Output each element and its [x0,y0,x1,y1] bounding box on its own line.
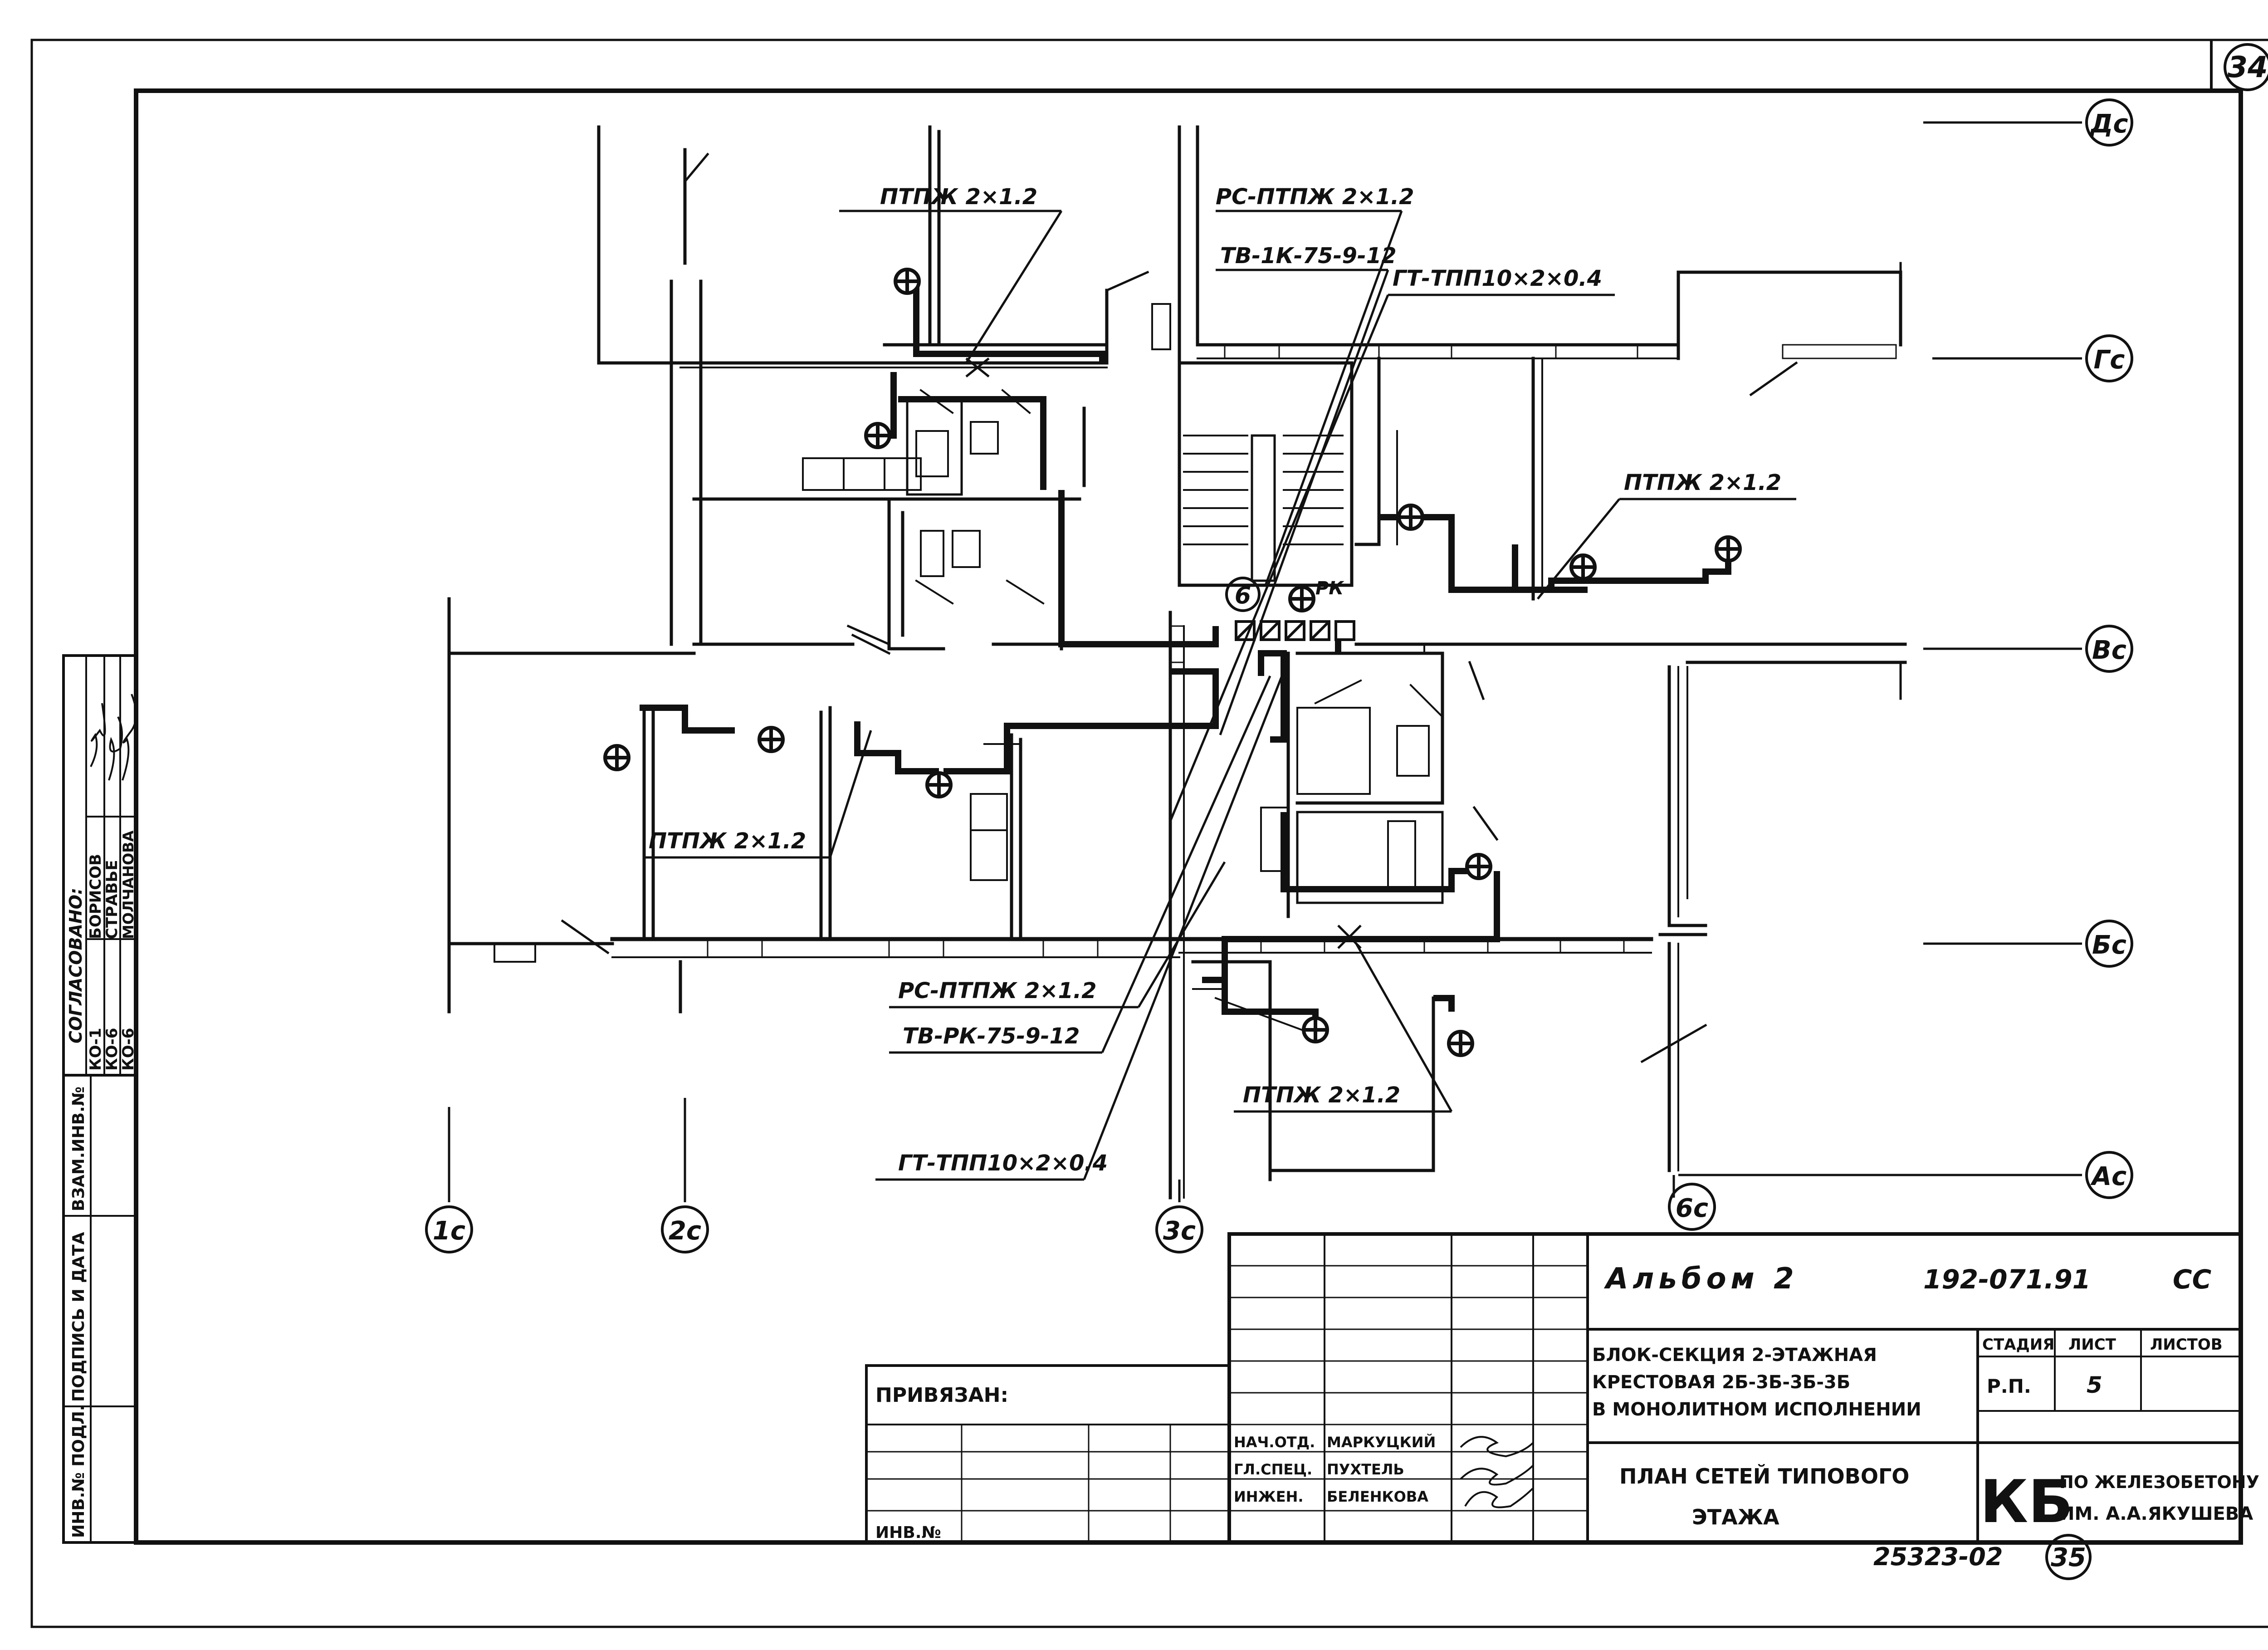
cable-label-6: ПТПЖ 2×1.2 [649,828,806,854]
staff-name-1: МАРКУЦКИЙ [1327,1434,1436,1451]
approval-texts: СОГЛАСОВАНО: КО-1 БОРИСОВ КО-6 СТРАВЬЕ К… [66,830,137,1071]
title-block-texts: Альбом 2 192-071.91 СС ПРИВЯЗАН: ИНВ.№ Н… [875,1262,2259,1580]
staff-role-1: НАЧ.ОТД. [1234,1434,1315,1451]
outlet-10 [1465,853,1492,880]
axis-gs-label: Гс [2094,345,2125,375]
outlet-12 [1447,1030,1474,1057]
sheet-title-line-2: ЭТАЖА [1692,1505,1779,1529]
album-label: Альбом 2 [1603,1262,1799,1296]
outlet-3 [603,744,631,771]
inv-no-label: ИНВ.№ [875,1523,941,1542]
outlet-symbols [603,268,1742,1057]
signatures-left [90,694,137,781]
description-line-2: КРЕСТОВАЯ 2Б-3Б-3Б-3Б [1592,1372,1850,1393]
approval-name-1: БОРИСОВ [87,854,105,939]
axis-2c: 2с [661,1205,709,1253]
sheets-header: ЛИСТОВ [2150,1336,2223,1354]
staff-name-3: БЕЛЕНКОВА [1327,1488,1428,1505]
title-block [865,1232,2243,1544]
org-line-2: ИМ. А.А.ЯКУШЕВА [2059,1503,2253,1524]
outlet-6 [1288,585,1315,612]
approval-code-2: КО-6 [103,1028,121,1071]
approval-code-3: КО-6 [119,1028,137,1071]
cable-labels: ПТПЖ 2×1.2 РС-ПТПЖ 2×1.2 ТВ-1К-75-9-12 Г… [649,184,1781,1176]
sheet-frame [30,39,2268,1628]
approval-code-1: КО-1 [87,1028,105,1071]
cable-label-1: ПТПЖ 2×1.2 [880,184,1037,210]
staff-name-2: ПУХТЕЛЬ [1327,1461,1404,1478]
axis-6c-label: 6с [1676,1194,1708,1223]
outlet-1 [894,268,921,295]
stage-header: СТАДИЯ [1982,1336,2054,1354]
leader-lines [644,210,1796,1181]
cable-label-7: РС-ПТПЖ 2×1.2 [898,978,1097,1004]
sheet-value: 5 [2087,1372,2102,1398]
approval-name-3: МОЛЧАНОВА [120,830,137,939]
sheet-title-line-1: ПЛАН СЕТЕЙ ТИПОВОГО [1619,1464,1909,1488]
node-6-circle [1225,577,1261,612]
sheet-number-bottom-circle [2045,1534,2092,1580]
axis-ds: Дс [2085,98,2133,147]
sheet-header: ЛИСТ [2068,1336,2116,1354]
floor-plan [447,125,1907,1200]
outlet-11 [1302,1016,1329,1043]
sheet-number-top-text: 34 [2227,51,2268,84]
outlet-2 [864,422,891,449]
junction-boxes [1235,620,1355,641]
drawing-suffix: СС [2173,1264,2211,1295]
staff-role-2: ГЛ.СПЕЦ. [1234,1461,1312,1478]
outlet-5 [925,771,953,798]
outlet-9 [1715,535,1742,563]
cable-label-3: ТВ-1К-75-9-12 [1220,243,1397,269]
outlet-4 [758,726,785,753]
side-stamp-texts: ИНВ.№ ПОДЛ. ПОДПИСЬ И ДАТА ВЗАМ.ИНВ.№ [69,1087,88,1538]
approval-title: СОГЛАСОВАНО: [66,888,86,1043]
axis-1c: 1с [425,1205,473,1253]
description-line-1: БЛОК-СЕКЦИЯ 2-ЭТАЖНАЯ [1592,1345,1877,1366]
cable-label-10: ГТ-ТПП10×2×0.4 [898,1151,1108,1176]
cable-routes [640,281,1731,1030]
axis-as-label: Ас [2090,1162,2127,1191]
axis-bs-label: Бс [2092,930,2126,960]
org-line-1: ПО ЖЕЛЕЗОБЕТОНУ [2059,1472,2259,1492]
axis-3c-label: 3с [1163,1216,1196,1246]
description-line-3: В МОНОЛИТНОМ ИСПОЛНЕНИИ [1592,1399,1921,1420]
outlet-7 [1397,504,1424,531]
signature-date-label: ПОДПИСЬ И ДАТА [69,1232,88,1402]
org-logo: КБ [1980,1467,2073,1536]
axis-bs: Бс [2085,920,2133,968]
axis-1c-label: 1с [433,1216,465,1246]
axis-3c: 3с [1155,1205,1203,1253]
cable-label-2: РС-ПТПЖ 2×1.2 [1216,184,1414,210]
drawing-code: 192-071.91 [1923,1264,2091,1295]
axis-vs-label: Вс [2092,636,2126,665]
archive-number: 25323-02 [1873,1542,2003,1571]
cable-label-5: ПТПЖ 2×1.2 [1624,470,1781,495]
axis-as: Ас [2085,1151,2133,1199]
node-6-label: 6 [1235,582,1251,609]
approval-name-2: СТРАВЬЕ [103,860,121,939]
cable-label-4: ГТ-ТПП10×2×0.4 [1393,266,1602,291]
privyazan-label: ПРИВЯЗАН: [875,1384,1008,1407]
axis-2c-label: 2с [669,1216,701,1246]
axis-6c: 6с [1668,1183,1716,1231]
axis-gs: Гс [2085,334,2133,382]
side-stamp [62,1074,137,1544]
inv-podl-label: ИНВ.№ ПОДЛ. [69,1405,88,1538]
rk-label: РК [1315,578,1344,599]
staff-role-3: ИНЖЕН. [1234,1488,1304,1505]
vzam-inv-label: ВЗАМ.ИНВ.№ [69,1087,88,1211]
cable-label-8: ТВ-РК-75-9-12 [903,1023,1080,1049]
sheet-number-bottom: 35 [2051,1543,2086,1572]
outlet-8 [1569,553,1597,581]
title-block-signatures [1460,1436,1534,1508]
stage-value: Р.П. [1987,1375,2031,1397]
axis-vs: Вс [2085,625,2133,673]
axis-markers: Дс Гс Вс Бс Ас 1с 2с 3с 6с [425,98,2133,1253]
sheet-number-top: 34 [2224,43,2268,91]
axis-ds-label: Дс [2089,109,2128,139]
cable-label-9: ПТПЖ 2×1.2 [1243,1082,1400,1108]
